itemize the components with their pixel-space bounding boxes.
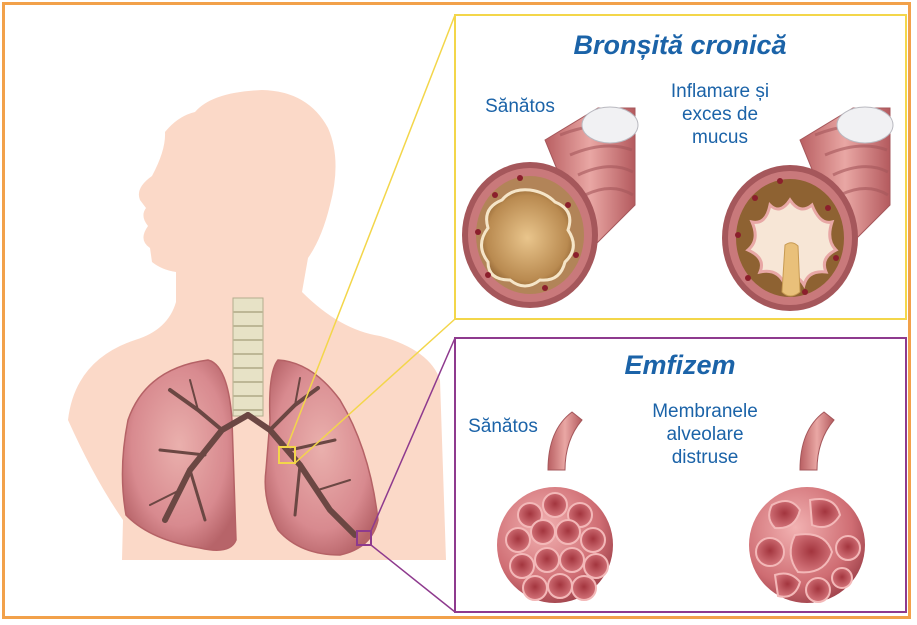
emphysema-diseased-label-line-1: Membranele xyxy=(635,400,775,423)
bronchitis-title: Bronșită cronică xyxy=(540,30,820,61)
emphysema-diseased-label-line-2: alveolare xyxy=(635,423,775,446)
trachea xyxy=(233,298,263,416)
emphysema-diseased-label: Membranele alveolare distruse xyxy=(635,400,775,469)
bronchitis-diseased-label-line-3: mucus xyxy=(650,126,790,149)
bronchitis-diseased-label: Inflamare și exces de mucus xyxy=(650,80,790,149)
emphysema-diseased-label-line-3: distruse xyxy=(635,446,775,469)
bronchitis-healthy-label: Sănătos xyxy=(470,95,570,118)
bronchitis-diseased-label-line-1: Inflamare și xyxy=(650,80,790,103)
bronchitis-diseased-label-line-2: exces de xyxy=(650,103,790,126)
emphysema-healthy-label: Sănătos xyxy=(453,415,553,438)
emphysema-title: Emfizem xyxy=(580,350,780,381)
